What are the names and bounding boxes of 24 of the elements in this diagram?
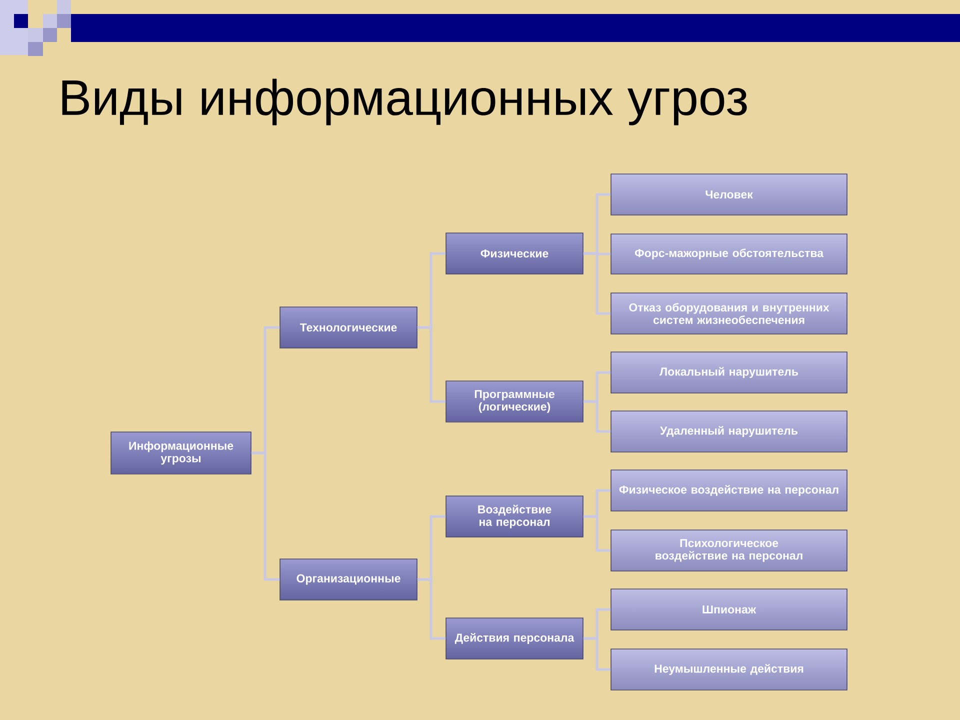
connector-line <box>417 326 446 403</box>
threat-box: Форс-мажорные обстоятельства <box>610 234 848 274</box>
threat-box: Удаленный нарушитель <box>610 410 848 452</box>
connector-line <box>417 578 446 640</box>
threat-box: Психологическое воздействие на персонал <box>610 530 848 572</box>
title: Виды информационных угроз <box>62 78 747 126</box>
connector-line <box>583 515 611 552</box>
threat-box: Неумышленные действия <box>610 648 848 690</box>
threat-box: Физическое воздействие на персонал <box>610 470 848 512</box>
threat-box: Человек <box>610 174 848 216</box>
connector-line <box>583 400 611 433</box>
category-box: Воздействие на персонал <box>446 496 584 538</box>
connector-line <box>583 252 611 315</box>
category-box: Программные (логические) <box>446 380 584 422</box>
category-box: Организационные <box>280 558 418 600</box>
threat-box: Локальный нарушитель <box>610 352 848 394</box>
connector-line <box>251 452 280 581</box>
threat-box: Отказ оборудования и внутренних систем жизнеобеспечения <box>610 292 848 334</box>
category-box: Физические <box>446 232 584 274</box>
threat-box: Шпионаж <box>610 588 848 630</box>
category-box: Информационные угрозы <box>110 432 252 474</box>
connector-line <box>583 637 611 671</box>
category-box: Технологические <box>280 306 418 348</box>
category-box: Действия персонала <box>446 618 584 660</box>
